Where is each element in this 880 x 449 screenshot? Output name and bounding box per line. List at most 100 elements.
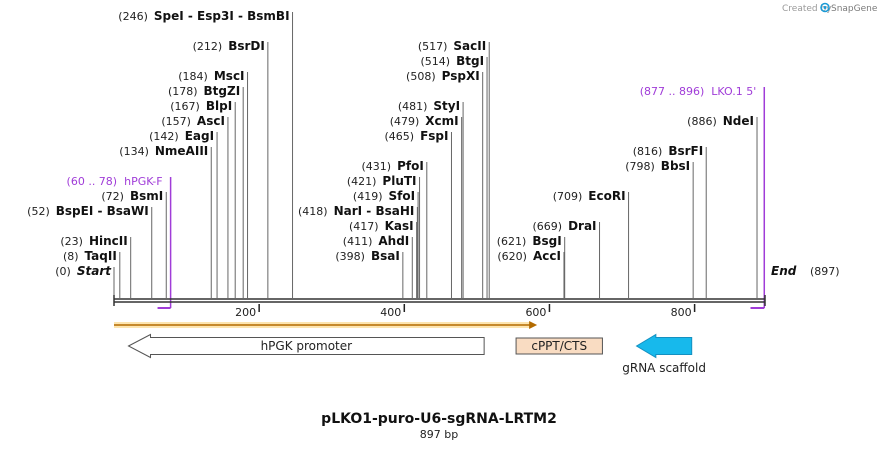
primer-name: LKO.1 5' [711,85,756,98]
site-xcmi: XcmI(479) [390,114,463,298]
site-position: (0) [55,265,71,278]
site-position: (398) [335,250,365,263]
site-nmeaiii: NmeAIII(134) [119,144,212,298]
primer-lko-1-5: LKO.1 5' (877 .. 896) [640,85,766,309]
site-name: BlpI [206,99,232,113]
site-name: EcoRI [588,189,625,203]
site-position: (23) [60,235,83,248]
site-hincii: HincII (23) [60,234,132,298]
site-name: NdeI [723,114,754,128]
site-position: (508) [406,70,436,83]
primers: hPGK-F (60 .. 78) LKO.1 5' (877 .. 896) [67,85,766,309]
orf-arrow-head-icon [529,321,538,329]
site-position: (517) [418,40,448,53]
site-name: EagI [185,129,214,143]
site-bbsi: BbsI (798) [625,159,694,298]
restriction-sites: Start(0)TaqII(8)HincII(23)BspEI - BsaWI(… [27,9,840,298]
site-name: SpeI - Esp3I - BsmBI [154,9,290,23]
site-name: BsmI [130,189,163,203]
primer-range: (60 .. 78) [67,175,118,188]
site-position: (669) [532,220,562,233]
features: hPGK promoter cPPT/CTS gRNA scaffold [114,321,706,375]
site-end: End (897) [771,264,840,278]
site-position: (52) [27,205,50,218]
feature-grna-scaffold: gRNA scaffold [622,333,706,375]
feature-hpgk-promoter: hPGK promoter [127,333,485,359]
credit-brand: SnapGene [831,4,878,14]
credit-prefix: Created by [782,4,832,14]
site-acci: AccI(620) [497,249,565,298]
site-position: (431) [361,160,391,173]
site-eagi: EagI (142) [149,129,218,298]
site-position: (411) [343,235,373,248]
site-bsrfi: BsrFI(816) [633,144,707,298]
site-position: (419) [353,190,383,203]
site-msci: MscI (184) [178,69,249,298]
site-position: (417) [349,220,379,233]
site-ecori: EcoRI(709) [553,189,630,298]
snapgene-logo-icon [820,2,830,13]
feature-label: hPGK promoter [261,339,353,353]
site-name: BsrDI [228,39,265,53]
primer-name: hPGK-F [124,175,162,188]
site-drai: DraI (669) [532,219,601,298]
site-position: (798) [625,160,655,173]
site-ahdi: AhdI(411) [343,234,413,298]
site-position: (246) [118,10,148,23]
site-name: SacII [453,39,486,53]
site-asci: AscI (157) [161,114,229,298]
plasmid-size: 897 bp [420,428,458,441]
site-blpi: BlpI (167) [170,99,236,298]
ruler: 200 400 600 800 [235,304,696,319]
ruler-tick-label: 600 [525,306,546,319]
feature-box [515,337,603,355]
site-btgi: BtgI(514) [421,54,488,298]
site-styi: StyI (481) [398,99,464,298]
site-position: (167) [170,100,200,113]
site-position: (418) [298,205,328,218]
site-name: AscI [197,114,225,128]
site-bsrdi: BsrDI(212) [193,39,269,298]
site-position: (142) [149,130,179,143]
site-position: (621) [497,235,527,248]
site-name: BspEI - BsaWI [56,204,149,218]
site-name: StyI [433,99,460,113]
site-position: (178) [168,85,198,98]
site-name: BsgI [532,234,561,248]
site-position: (157) [161,115,191,128]
site-name: BtgI [456,54,484,68]
site-name: PspXI [442,69,480,83]
site-name: MscI [214,69,245,83]
site-name: BbsI [661,159,690,173]
site-name: BsrFI [668,144,703,158]
site-position: (886) [687,115,717,128]
site-position: (465) [384,130,414,143]
site-start: Start (0) [55,264,115,298]
site-name: PfoI [397,159,424,173]
end-position: (897) [810,265,840,278]
site-position: (481) [398,100,428,113]
primer-range: (877 .. 896) [640,85,705,98]
primer-hpgk-f: hPGK-F (60 .. 78) [67,175,172,309]
feature-puror-orf [114,321,538,329]
site-bsmi: BsmI(72) [101,189,167,298]
site-pfoi: PfoI (431) [361,159,428,298]
ruler-tick-label: 200 [235,306,256,319]
ruler-tick-label: 400 [380,306,401,319]
site-name: DraI [568,219,596,233]
ruler-tick-label: 800 [671,306,692,319]
site-name: HincII [89,234,128,248]
site-name: BsaI [371,249,400,263]
site-position: (184) [178,70,208,83]
site-spei-esp3i-bsmbi: SpeI - Esp3I - BsmBI (246) [118,9,294,298]
site-name: Start [77,264,112,278]
plasmid-name: pLKO1-puro-U6-sgRNA-LRTM2 [321,411,557,427]
site-bspei-bsawi: BspEI - BsaWI (52) [27,204,153,298]
site-name: PluTI [382,174,416,188]
site-fspi: FspI(465) [384,129,452,298]
site-bsgi: BsgI (621) [497,234,566,298]
feature-label: cPPT/CTS [531,339,587,353]
site-name: BtgZI [204,84,241,98]
end-name: End [771,264,797,278]
